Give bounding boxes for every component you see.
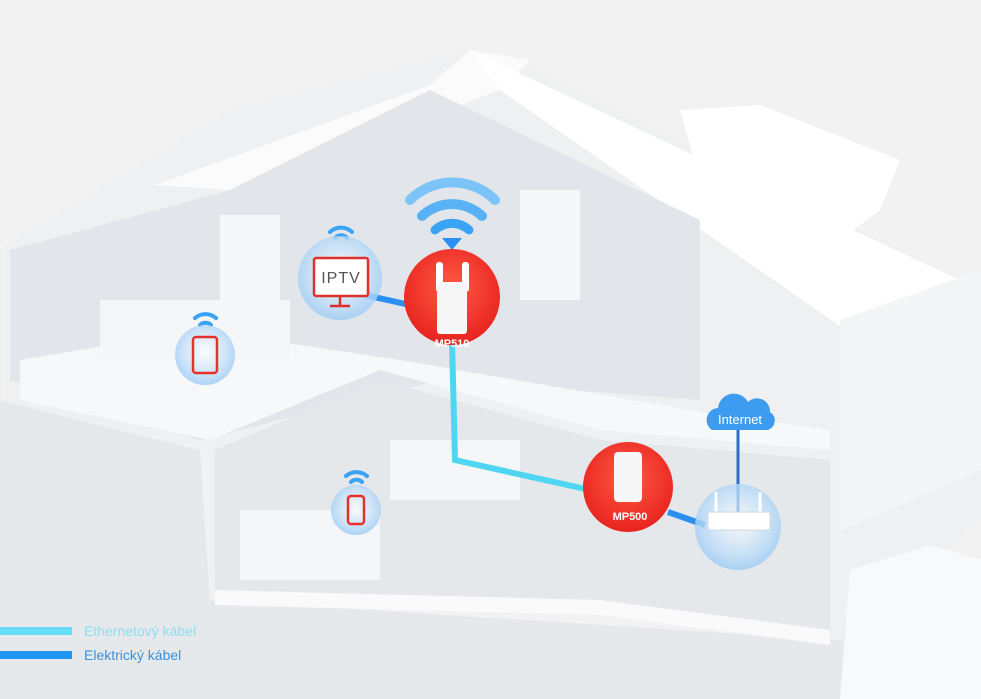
legend-ethernet: Ethernetový kábel	[0, 623, 196, 639]
phone-icon	[346, 494, 366, 526]
wifi-icon-mp510	[405, 177, 500, 250]
powerline-adapter-icon	[614, 452, 642, 502]
phone-bubble	[331, 485, 381, 535]
mp510-device: MP510	[404, 249, 500, 350]
iptv-bubble: IPTV	[298, 236, 382, 320]
router-icon	[707, 511, 771, 531]
internet-label: Internet	[718, 412, 762, 427]
internet-cloud: Internet	[706, 393, 775, 430]
legend-label-ethernet: Ethernetový kábel	[84, 623, 197, 639]
legend-swatch-ethernet	[0, 627, 72, 635]
iptv-label: IPTV	[321, 270, 361, 287]
legend-swatch-electric	[0, 651, 72, 659]
router-bubble	[695, 484, 781, 570]
powerline-adapter-icon	[437, 282, 467, 334]
cloud-icon	[706, 393, 775, 430]
tablet-bubble	[175, 325, 235, 385]
legend-label-electric: Elektrický kábel	[84, 647, 182, 663]
wifi-icon-phone	[344, 470, 369, 484]
wifi-icon-tablet	[193, 312, 218, 327]
tablet-icon	[191, 335, 219, 375]
house-illustration	[0, 50, 981, 699]
mp500-label: MP500	[613, 511, 648, 523]
mp510-label: MP510	[435, 338, 470, 350]
legend-electric: Elektrický kábel	[0, 647, 181, 663]
mp500-device: MP500	[583, 442, 673, 532]
ethernet-cable	[449, 339, 591, 493]
